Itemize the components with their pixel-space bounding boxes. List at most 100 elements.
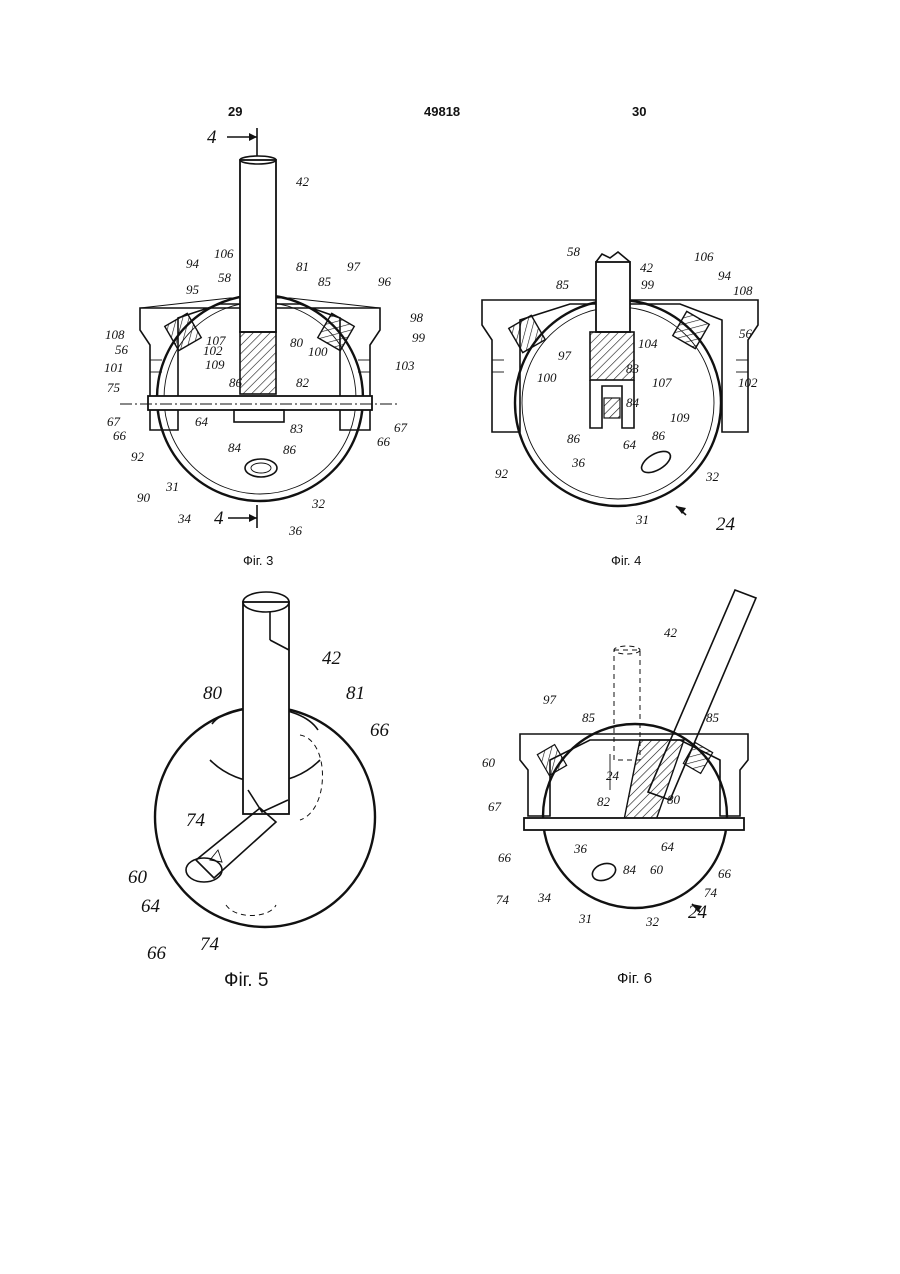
fig6-label-85-left: 85 [582, 710, 596, 725]
fig6-label-97: 97 [543, 692, 557, 707]
fig6-label-67: 67 [488, 799, 502, 814]
caption-fig5: Фіг. 5 [224, 970, 268, 992]
fig4-label-107: 107 [652, 375, 672, 390]
fig3-label-75: 75 [107, 380, 121, 395]
fig3-label-86-bottom: 86 [283, 442, 297, 457]
fig3-label-42: 42 [296, 174, 310, 189]
fig3-label-32: 32 [311, 496, 326, 511]
fig6-label-60-top: 60 [482, 755, 496, 770]
caption-fig4: Фіг. 4 [611, 553, 641, 568]
fig3-label-86-top: 86 [229, 375, 243, 390]
fig4-label-102: 102 [738, 375, 758, 390]
fig3-label-85: 85 [318, 274, 332, 289]
fig4-label-99: 99 [641, 277, 655, 292]
fig4-label-58: 58 [567, 244, 581, 259]
fig3-label-81: 81 [296, 259, 309, 274]
fig6-label-42: 42 [664, 625, 678, 640]
fig6-label-32: 32 [645, 914, 660, 929]
fig3-label-108: 108 [105, 327, 125, 342]
fig3-label-67-left: 67 [107, 414, 121, 429]
fig5-label-64: 64 [141, 896, 161, 917]
fig3-label-64: 64 [195, 414, 209, 429]
fig6-label-85-right: 85 [706, 710, 720, 725]
fig3-label-97: 97 [347, 259, 361, 274]
fig6-label-74-left: 74 [496, 892, 510, 907]
fig6-label-36: 36 [573, 841, 588, 856]
fig4-label-86-right: 86 [652, 428, 666, 443]
fig4-label-100: 100 [537, 370, 557, 385]
fig6-label-64: 64 [661, 839, 675, 854]
fig3-label-56: 56 [115, 342, 129, 357]
fig3-label-98: 98 [410, 310, 424, 325]
fig3-label-95: 95 [186, 282, 200, 297]
fig4-label-92: 92 [495, 466, 509, 481]
caption-fig6: Фіг. 6 [617, 970, 652, 987]
figure-6: 42 97 85 85 60 24 82 80 67 36 64 66 84 6… [482, 590, 756, 929]
fig4-label-85: 85 [556, 277, 570, 292]
fig6-label-74-right: 74 [704, 885, 718, 900]
fig3-label-96: 96 [378, 274, 392, 289]
fig3-label-102: 102 [203, 343, 223, 358]
fig4-label-42: 42 [640, 260, 654, 275]
fig3-label-34: 34 [177, 511, 192, 526]
fig5-label-66-top: 66 [370, 720, 390, 741]
fig6-label-66-right: 66 [718, 866, 732, 881]
fig3-label-82: 82 [296, 375, 310, 390]
fig3-label-99: 99 [412, 330, 426, 345]
fig5-label-81: 81 [346, 683, 365, 704]
fig4-label-97: 97 [558, 348, 572, 363]
fig5-label-80: 80 [203, 683, 223, 704]
fig6-label-24: 24 [688, 902, 708, 923]
fig4-label-56: 56 [739, 326, 753, 341]
fig3-label-84: 84 [228, 440, 242, 455]
fig4-label-108: 108 [733, 283, 753, 298]
fig6-label-82: 82 [597, 794, 611, 809]
fig6-label-60-bottom: 60 [650, 862, 664, 877]
fig5-label-74-top: 74 [186, 810, 206, 831]
fig4-label-36: 36 [571, 455, 586, 470]
fig4-label-83: 83 [626, 361, 640, 376]
figure-4: 58 42 106 85 99 94 108 56 97 104 100 83 … [482, 244, 758, 535]
fig3-label-67-right: 67 [394, 420, 408, 435]
fig6-label-80: 80 [667, 792, 681, 807]
fig4-label-94: 94 [718, 268, 732, 283]
fig5-label-66-bottom: 66 [147, 943, 167, 964]
fig3-label-31: 31 [165, 479, 179, 494]
fig6-label-24-mid: 24 [606, 768, 620, 783]
fig5-label-74-bottom: 74 [200, 934, 220, 955]
fig3-section-mark-top: 4 [207, 127, 217, 148]
fig4-label-64: 64 [623, 437, 637, 452]
fig3-label-101: 101 [104, 360, 124, 375]
fig3-label-92: 92 [131, 449, 145, 464]
fig3-label-90: 90 [137, 490, 151, 505]
fig6-label-34: 34 [537, 890, 552, 905]
fig4-label-86-left: 86 [567, 431, 581, 446]
figure-5: 42 80 81 66 74 60 64 66 74 [128, 592, 390, 964]
figure-3: 4 42 94 106 81 85 97 96 95 58 98 99 108 … [104, 127, 426, 538]
fig3-section-mark-bottom: 4 [214, 508, 224, 529]
fig3-label-83: 83 [290, 421, 304, 436]
fig3-label-100: 100 [308, 344, 328, 359]
fig4-label-106: 106 [694, 249, 714, 264]
fig6-label-66-left: 66 [498, 850, 512, 865]
fig5-label-60: 60 [128, 867, 148, 888]
fig3-label-109: 109 [205, 357, 225, 372]
fig4-label-104: 104 [638, 336, 658, 351]
fig6-label-31: 31 [578, 911, 592, 926]
fig4-label-32: 32 [705, 469, 720, 484]
fig4-label-24: 24 [716, 514, 736, 535]
fig3-label-94: 94 [186, 256, 200, 271]
fig3-label-66-left: 66 [113, 428, 127, 443]
fig3-label-103: 103 [395, 358, 415, 373]
fig5-label-42: 42 [322, 648, 342, 669]
fig6-label-84: 84 [623, 862, 637, 877]
fig3-label-80: 80 [290, 335, 304, 350]
fig4-label-84: 84 [626, 395, 640, 410]
fig4-label-109: 109 [670, 410, 690, 425]
fig3-label-36: 36 [288, 523, 303, 538]
caption-fig3: Фіг. 3 [243, 553, 273, 568]
fig3-label-106: 106 [214, 246, 234, 261]
fig3-label-66-right: 66 [377, 434, 391, 449]
fig4-label-31: 31 [635, 512, 649, 527]
